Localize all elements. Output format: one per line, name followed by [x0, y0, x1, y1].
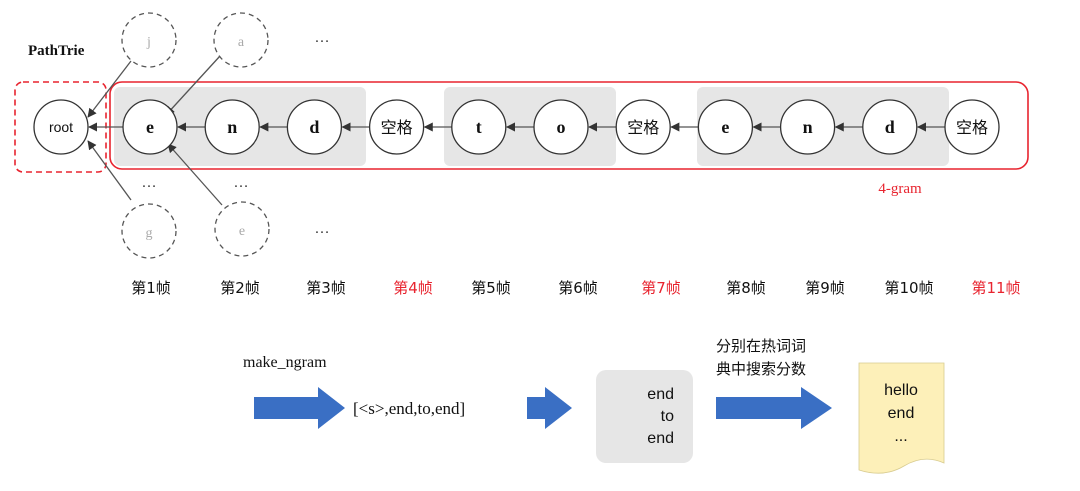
chain-node-10: [862, 99, 918, 155]
chain-node-label-6: o: [557, 117, 566, 137]
branch-node-g: [121, 203, 177, 259]
diagram-title: PathTrie: [28, 43, 85, 59]
frame-labels: 第1帧 第2帧 第3帧 第4帧 第5帧 第6帧 第7帧 第8帧 第9帧 第10帧 第11帧: [131, 279, 1020, 297]
frame-label-7: 第7帧: [641, 279, 681, 297]
frame-label-5: 第5帧: [471, 279, 511, 297]
chain-node-label-8: e: [721, 117, 729, 137]
chain-node-label-7: 空格: [627, 118, 659, 137]
frame-label-2: 第2帧: [220, 279, 260, 297]
hotword-doc-line-2: end: [888, 405, 915, 422]
chain-node-6: [533, 99, 589, 155]
chain-node-label-5: t: [476, 117, 482, 137]
frame-label-4: 第4帧: [393, 279, 433, 297]
ngram-box-line-1: end: [647, 386, 674, 403]
chain-node-9: [779, 99, 836, 155]
branch-node-a-label: a: [238, 35, 245, 50]
chain-node-8: [697, 99, 754, 155]
root-node-label: root: [49, 119, 73, 135]
frame-label-1: 第1帧: [131, 279, 171, 297]
chain-node-3: [286, 99, 343, 155]
branch-node-e-label: e: [239, 224, 245, 239]
search-label-line-2: 典中搜索分数: [716, 361, 806, 378]
chain-node-label-9: n: [803, 117, 813, 137]
hotword-doc-line-1: hello: [884, 382, 918, 399]
to-box-arrow: [527, 387, 572, 429]
chain-node-label-11: 空格: [956, 118, 988, 137]
ngram-box: [596, 370, 693, 463]
ngram-list: [<s>,end,to,end]: [353, 399, 465, 418]
frame-label-6: 第6帧: [558, 279, 598, 297]
ngram-box-line-3: end: [647, 430, 674, 447]
chain-node-label-10: d: [885, 117, 895, 137]
chain-node-11: [944, 99, 1000, 155]
chain-node-label-2: n: [227, 117, 237, 137]
top-ellipsis: …: [315, 30, 330, 46]
chain-node-2: [204, 99, 260, 155]
chain-node-label-4: 空格: [381, 118, 413, 137]
chain-node-label-1: e: [146, 117, 154, 137]
branch-node-j-label: j: [146, 35, 151, 50]
branch-node-e: [214, 201, 270, 257]
branch-node-j: [121, 12, 177, 68]
branch-arrow-e-e: [167, 143, 223, 206]
branch-node-a: [213, 12, 269, 68]
ngram-box-line-2: to: [661, 408, 674, 425]
frame-label-9: 第9帧: [805, 279, 845, 297]
chain-node-1: [122, 99, 178, 155]
hotword-doc-line-3: ...: [894, 428, 907, 445]
chain-highlight-box: [109, 81, 1029, 170]
mid-ellipsis-left: …: [142, 175, 157, 191]
mid-ellipsis-right: …: [234, 175, 249, 191]
branch-arrow-a-e: [165, 55, 221, 116]
frame-label-8: 第8帧: [726, 279, 766, 297]
root-node: [33, 99, 89, 155]
search-label-line-1: 分别在热词词: [716, 338, 806, 355]
ngram-label: 4-gram: [878, 181, 922, 197]
chain-node-4: [368, 99, 425, 155]
frame-label-3: 第3帧: [306, 279, 346, 297]
make-ngram-arrow: [254, 387, 345, 429]
frame-label-10: 第10帧: [884, 279, 933, 297]
branch-arrow-g-root: [87, 140, 132, 201]
branch-arrow-j-root: [87, 60, 132, 118]
bottom-ellipsis: …: [315, 221, 330, 237]
frame-label-11: 第11帧: [971, 279, 1020, 297]
branch-node-g-label: g: [146, 226, 153, 241]
chain-node-5: [451, 99, 507, 155]
make-ngram-label: make_ngram: [243, 354, 327, 371]
chain-node-label-3: d: [309, 117, 319, 137]
chain-node-7: [615, 99, 671, 155]
chain-nodes: e n d 空格 t o 空格 e n d 空格: [122, 99, 1000, 155]
search-arrow: [716, 387, 832, 429]
hotword-document: [858, 362, 945, 474]
